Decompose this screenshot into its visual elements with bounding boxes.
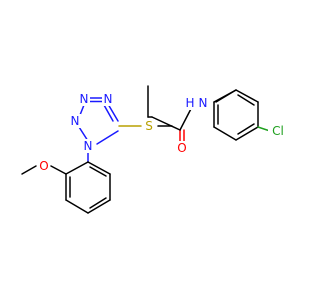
ring2-bond-1 <box>235 89 259 103</box>
bond-n-c5-double <box>103 104 114 122</box>
chlorophenyl-ring <box>213 89 271 141</box>
ring2-double-2 <box>237 123 255 135</box>
atom-n-amide: N <box>199 96 208 110</box>
ring1-double-3 <box>89 166 107 177</box>
bond-o-me <box>21 165 37 175</box>
ring1-bond-1 <box>65 161 89 175</box>
atom-o-methoxy: O <box>39 159 48 173</box>
atom-s: S <box>145 119 153 133</box>
bond-c5-n1 <box>96 130 119 145</box>
atom-h-amide: H <box>185 96 194 110</box>
bond-n-c5 <box>107 103 119 122</box>
atom-n-top-right: N <box>104 92 113 106</box>
atom-n-top-left: N <box>80 92 89 106</box>
ring1-bond-6 <box>87 161 111 175</box>
bond-n-n-left <box>79 104 85 116</box>
atom-n-aryl: N <box>84 139 93 153</box>
molecule-diagram: N N N N S O O N H Cl <box>21 85 288 214</box>
ring1-double-2 <box>89 197 107 209</box>
ring2-bond-3 <box>235 126 259 141</box>
ring2-bond-6 <box>213 89 237 103</box>
structure-svg: N N N N S O O N H Cl <box>21 85 288 214</box>
ring2-bond-4 <box>213 126 237 141</box>
atom-cl: Cl <box>272 124 284 138</box>
atom-n-left: N <box>71 114 80 128</box>
bond-n1-n <box>78 126 89 142</box>
ring1-bond-3 <box>65 199 89 214</box>
tetrazole-ring <box>78 97 119 145</box>
atom-o-carbonyl: O <box>177 141 186 155</box>
ring1-bond-4 <box>87 199 111 214</box>
atom-labels: N N N N S O O N H Cl <box>38 92 288 173</box>
methoxyphenyl-ring <box>21 150 111 214</box>
ring2-double-1 <box>237 94 255 106</box>
bond-ar-o <box>50 165 67 175</box>
bond-ch-co <box>151 116 181 131</box>
